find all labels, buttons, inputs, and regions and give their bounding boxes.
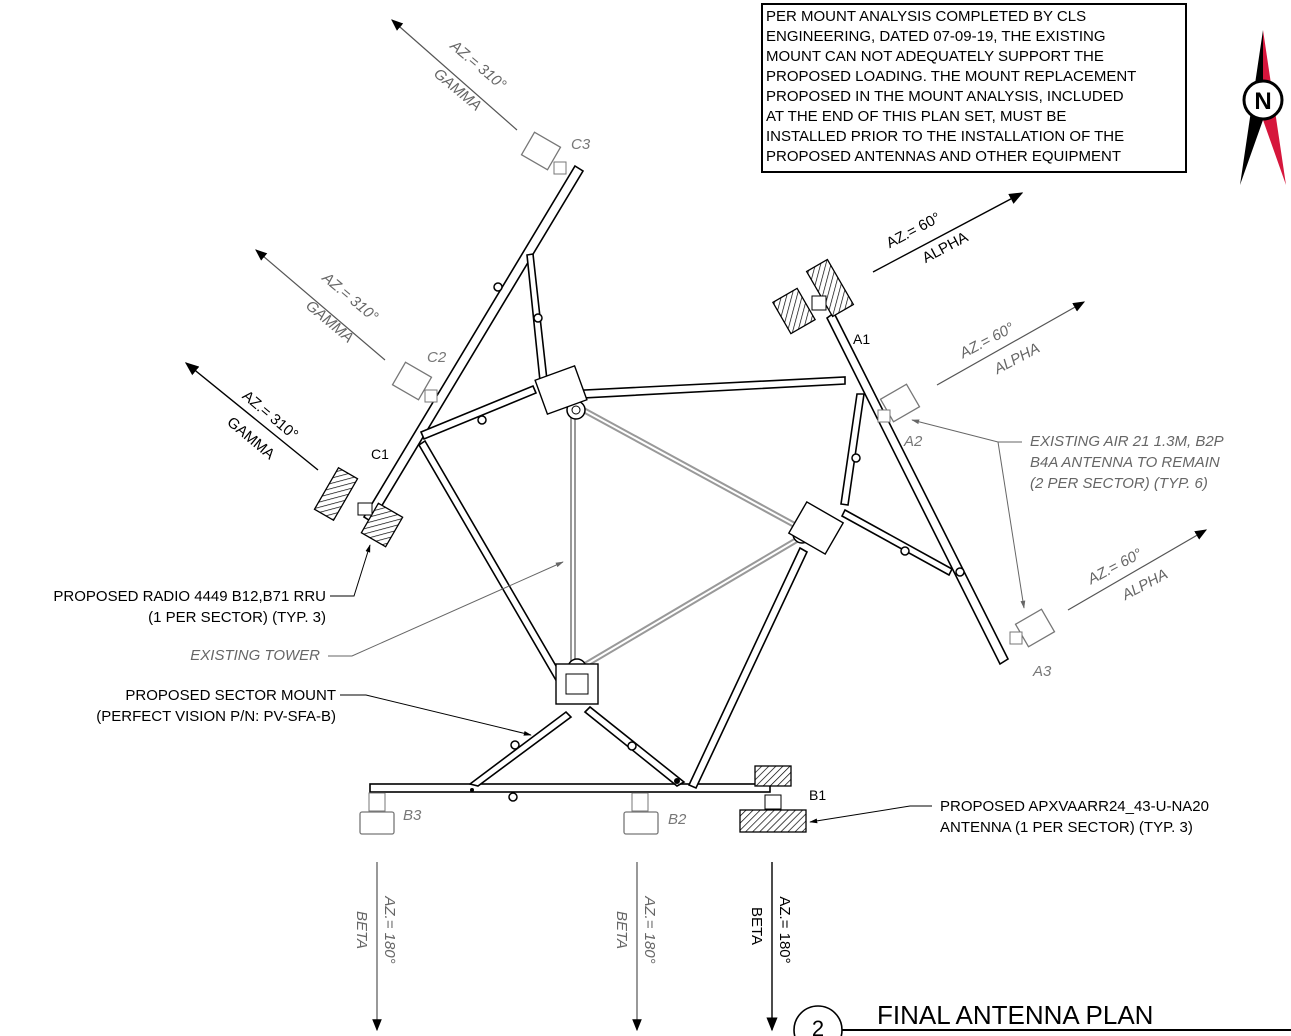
antenna-b3	[359, 792, 395, 835]
azimuth-beta-b3-label: AZ.= 180°	[381, 895, 398, 963]
label-b3: B3	[403, 807, 422, 824]
azimuth-beta-b1: AZ.= 180° BETA	[748, 896, 793, 963]
north-letter: N	[1254, 88, 1271, 115]
callout-sector-mount: PROPOSED SECTOR MOUNT (PERFECT VISION P/…	[96, 687, 532, 736]
note-line-1: PER MOUNT ANALYSIS COMPLETED BY CLS	[766, 8, 1086, 25]
svg-text:INSTALLED PRIOR TO THE INSTALL: INSTALLED PRIOR TO THE INSTALLATION OF T…	[766, 128, 1124, 145]
azimuth-alpha-a3-sector: ALPHA	[1118, 566, 1170, 605]
north-arrow-icon: N	[1240, 30, 1286, 185]
note-line-4: PROPOSED LOADING. THE MOUNT REPLACEMENT	[766, 68, 1136, 85]
azimuth-beta-b2-sector: BETA	[613, 911, 630, 949]
svg-text:PER MOUNT ANALYSIS COMPLETED B: PER MOUNT ANALYSIS COMPLETED BY CLS	[766, 8, 1086, 25]
azimuth-gamma-c3-arrow	[391, 19, 518, 131]
callout-proposed-antenna: PROPOSED APXVAARR24_43-U-NA20 ANTENNA (1…	[809, 798, 1209, 836]
note-line-2: ENGINEERING, DATED 07-09-19, THE EXISTIN…	[766, 28, 1106, 45]
antenna-a3	[1009, 608, 1056, 648]
mount-analysis-note: PER MOUNT ANALYSIS COMPLETED BY CLS ENGI…	[761, 3, 1187, 173]
callout-existing-air-line1: EXISTING AIR 21 1.3M, B2P	[1030, 433, 1224, 450]
note-line-6: AT THE END OF THIS PLAN SET, MUST BE	[766, 108, 1066, 125]
callout-sector-mount-line2: (PERFECT VISION P/N: PV-SFA-B)	[96, 708, 336, 725]
azimuth-gamma-c1: AZ.= 310° GAMMA	[224, 387, 302, 463]
label-b1: B1	[809, 787, 826, 803]
existing-tower	[566, 400, 812, 678]
azimuth-beta-b1-sector: BETA	[748, 907, 765, 945]
detail-number: 2	[812, 1016, 824, 1036]
label-c3: C3	[571, 136, 591, 153]
azimuth-alpha-a3: AZ.= 60° ALPHA	[1084, 545, 1171, 605]
note-line-5: PROPOSED IN THE MOUNT ANALYSIS, INCLUDED	[766, 88, 1124, 105]
label-a2: A2	[903, 433, 923, 450]
azimuth-beta-b3: AZ.= 180° BETA	[353, 895, 398, 963]
azimuth-gamma-c1-arrow	[184, 362, 319, 471]
title-block: 2 FINAL ANTENNA PLAN	[793, 1000, 1291, 1036]
callout-existing-tower: EXISTING TOWER	[190, 561, 564, 664]
callout-proposed-radio-line2: (1 PER SECTOR) (TYP. 3)	[148, 609, 326, 626]
callout-existing-air: EXISTING AIR 21 1.3M, B2P B4A ANTENNA TO…	[911, 419, 1224, 609]
callout-existing-air-line3: (2 PER SECTOR) (TYP. 6)	[1030, 475, 1208, 492]
label-a1: A1	[853, 331, 870, 347]
azimuth-alpha-a2: AZ.= 60° ALPHA	[956, 319, 1043, 379]
antenna-a2	[877, 383, 921, 423]
label-a3: A3	[1032, 663, 1052, 680]
callout-proposed-radio-line1: PROPOSED RADIO 4449 B12,B71 RRU	[53, 588, 326, 605]
azimuth-beta-b2-label: AZ.= 180°	[641, 895, 658, 963]
svg-text:PROPOSED ANTENNAS AND OTHER EQ: PROPOSED ANTENNAS AND OTHER EQUIPMENT	[766, 148, 1121, 165]
azimuth-alpha-a2-arrow	[936, 301, 1086, 386]
label-c1: C1	[371, 446, 389, 462]
svg-text:PROPOSED IN THE MOUNT ANALYSIS: PROPOSED IN THE MOUNT ANALYSIS, INCLUDED	[766, 88, 1124, 105]
svg-text:ENGINEERING, DATED 07-09-19, T: ENGINEERING, DATED 07-09-19, THE EXISTIN…	[766, 28, 1106, 45]
antenna-a1	[771, 258, 855, 335]
azimuth-beta-b2: AZ.= 180° BETA	[613, 895, 658, 963]
callout-proposed-radio: PROPOSED RADIO 4449 B12,B71 RRU (1 PER S…	[53, 544, 371, 626]
note-line-3: MOUNT CAN NOT ADEQUATELY SUPPORT THE	[766, 48, 1104, 65]
azimuth-alpha-a3-arrow	[1067, 529, 1208, 611]
antenna-b2	[623, 792, 659, 835]
sector-mount-frame	[362, 164, 1010, 802]
callout-proposed-antenna-line2: ANTENNA (1 PER SECTOR) (TYP. 3)	[940, 819, 1193, 836]
callout-existing-air-line2: B4A ANTENNA TO REMAIN	[1030, 454, 1220, 471]
drawing-title: FINAL ANTENNA PLAN	[877, 1000, 1153, 1030]
azimuth-beta-b3-sector: BETA	[353, 911, 370, 949]
callout-proposed-antenna-line1: PROPOSED APXVAARR24_43-U-NA20	[940, 798, 1209, 815]
svg-text:AT THE END OF THIS PLAN SET, M: AT THE END OF THIS PLAN SET, MUST BE	[766, 108, 1066, 125]
antenna-c2	[391, 361, 438, 403]
antenna-b1	[739, 765, 807, 833]
azimuth-gamma-c2-arrow	[255, 249, 386, 361]
antenna-c1	[313, 466, 404, 548]
antenna-c3	[520, 131, 567, 175]
azimuth-gamma-c2: AZ.= 310° GAMMA	[302, 269, 381, 347]
svg-text:MOUNT CAN NOT ADEQUATELY SUPPO: MOUNT CAN NOT ADEQUATELY SUPPORT THE	[766, 48, 1104, 65]
note-line-8: PROPOSED ANTENNAS AND OTHER EQUIPMENT	[766, 148, 1121, 165]
callout-sector-mount-line1: PROPOSED SECTOR MOUNT	[125, 687, 336, 704]
callout-existing-tower-label: EXISTING TOWER	[190, 647, 320, 664]
azimuth-alpha-a1-arrow	[872, 192, 1024, 273]
azimuth-alpha-a2-sector: ALPHA	[990, 340, 1042, 379]
azimuth-beta-b1-label: AZ.= 180°	[776, 896, 793, 963]
azimuth-gamma-c3: AZ.= 310° GAMMA	[430, 37, 509, 115]
azimuth-alpha-a1: AZ.= 60° ALPHA	[884, 209, 971, 266]
note-line-7: INSTALLED PRIOR TO THE INSTALLATION OF T…	[766, 128, 1124, 145]
label-b2: B2	[668, 811, 687, 828]
svg-text:PROPOSED LOADING. THE MOUNT RE: PROPOSED LOADING. THE MOUNT REPLACEMENT	[766, 68, 1136, 85]
label-c2: C2	[427, 349, 447, 366]
